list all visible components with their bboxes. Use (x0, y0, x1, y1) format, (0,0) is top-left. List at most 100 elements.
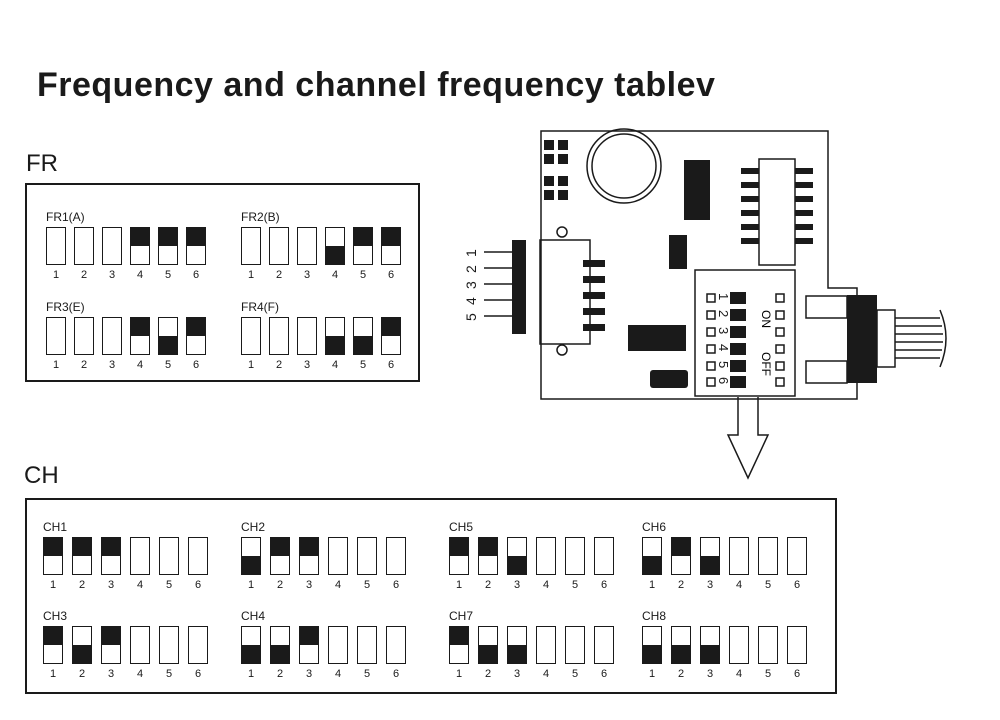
switch-number: 2 (275, 359, 283, 371)
dip-switch (478, 626, 498, 664)
switch-number: 1 (455, 668, 463, 680)
dip-switch (594, 626, 614, 664)
dip-switch (536, 537, 556, 575)
dip-switch (241, 227, 261, 265)
switch-number: 1 (247, 359, 255, 371)
black-component-1 (684, 160, 710, 220)
connector-pin-number: 3 (463, 281, 479, 289)
switch-lever (44, 538, 62, 556)
fr-section-label: FR (26, 150, 58, 177)
switch-lever (300, 627, 318, 645)
dip-switch (299, 537, 319, 575)
switch-number: 6 (392, 668, 400, 680)
dip-switch (671, 537, 691, 575)
switch-number: 1 (247, 579, 255, 591)
switch-lever (701, 645, 719, 663)
dip-off-label: OFF (759, 352, 773, 376)
switch-number: 1 (648, 579, 656, 591)
switch-number: 6 (600, 668, 608, 680)
switch-number: 2 (484, 579, 492, 591)
switch-number: 3 (107, 668, 115, 680)
down-arrow (726, 397, 770, 480)
connector-pin-number: 4 (463, 297, 479, 305)
dip-switch (101, 626, 121, 664)
switch-lever (643, 556, 661, 574)
switch-number: 2 (80, 359, 88, 371)
switch-number: 4 (334, 668, 342, 680)
switch-number: 1 (247, 269, 255, 281)
switch-lever (131, 318, 149, 336)
dip-number: 4 (716, 344, 731, 351)
black-component-4 (650, 370, 688, 388)
switch-lever (300, 538, 318, 556)
dip-switch (46, 317, 66, 355)
switch-lever (382, 318, 400, 336)
switch-lever (672, 538, 690, 556)
switch-number: 1 (52, 269, 60, 281)
switch-number: 5 (359, 269, 367, 281)
connector-housing (539, 239, 591, 345)
switch-number: 3 (305, 579, 313, 591)
switch-number: 5 (165, 668, 173, 680)
switch-number: 4 (136, 359, 144, 371)
dip-switch (186, 227, 206, 265)
switch-number: 3 (305, 668, 313, 680)
dip-on-label: ON (759, 310, 773, 328)
dip-switch (357, 626, 377, 664)
dip-switch (328, 537, 348, 575)
dip-switch (381, 227, 401, 265)
switch-lever (643, 645, 661, 663)
switch-number: 5 (363, 579, 371, 591)
switch-number: 6 (387, 359, 395, 371)
dip-number: 6 (716, 377, 731, 384)
connector-pin-number: 5 (463, 313, 479, 321)
dip-switch (565, 626, 585, 664)
switch-number: 2 (78, 579, 86, 591)
switch-number: 5 (165, 579, 173, 591)
dip-switch (297, 317, 317, 355)
switch-number: 2 (276, 668, 284, 680)
switch-number: 6 (793, 579, 801, 591)
dip-switch (729, 537, 749, 575)
switch-lever (326, 246, 344, 264)
switch-lever (159, 228, 177, 246)
switch-lever (354, 228, 372, 246)
dip-switch (102, 227, 122, 265)
switch-number: 5 (164, 359, 172, 371)
switch-lever (326, 336, 344, 354)
ch-group-label: CH2 (241, 520, 266, 534)
dip-switch (101, 537, 121, 575)
switch-number: 6 (192, 359, 200, 371)
dip-switch (46, 227, 66, 265)
switch-number: 3 (303, 359, 311, 371)
dip-switch (386, 626, 406, 664)
ch-group-label: CH7 (449, 609, 474, 623)
dip-number: 5 (716, 361, 731, 368)
dip-switch (353, 317, 373, 355)
dip-switch (449, 626, 469, 664)
board-outline (540, 130, 858, 400)
dip-number: 3 (716, 327, 731, 334)
switch-number: 4 (735, 579, 743, 591)
dip-switch (241, 317, 261, 355)
dip-switch (507, 626, 527, 664)
fr-group-label: FR3(E) (46, 300, 85, 314)
dip-switch (72, 626, 92, 664)
dip-switch (758, 537, 778, 575)
switch-number: 3 (513, 668, 521, 680)
ic-chip (758, 158, 796, 266)
switch-number: 5 (363, 668, 371, 680)
dip-switch (700, 626, 720, 664)
switch-number: 1 (52, 359, 60, 371)
ch-section-label: CH (24, 462, 59, 489)
switch-number: 2 (78, 668, 86, 680)
fr-group-label: FR2(B) (241, 210, 280, 224)
fr-group-label: FR1(A) (46, 210, 85, 224)
dip-switch (729, 626, 749, 664)
